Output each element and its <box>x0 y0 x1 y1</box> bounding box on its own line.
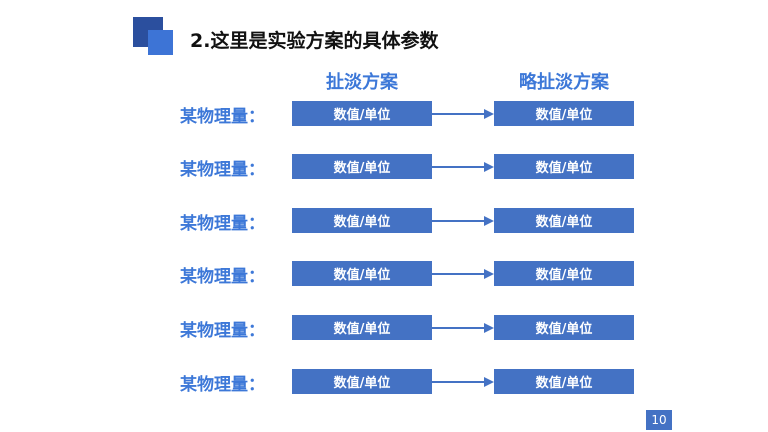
right-value-box: 数值/单位 <box>494 154 634 179</box>
left-value-box: 数值/单位 <box>292 315 432 340</box>
left-value-box: 数值/单位 <box>292 154 432 179</box>
parameter-row: 某物理量： 数值/单位 数值/单位 <box>0 315 768 341</box>
column-header-left: 扯淡方案 <box>326 72 398 93</box>
left-value-box: 数值/单位 <box>292 208 432 233</box>
stacked-squares-icon <box>0 0 173 70</box>
parameter-row: 某物理量： 数值/单位 数值/单位 <box>0 261 768 287</box>
right-value-box: 数值/单位 <box>494 261 634 286</box>
arrow-right-icon <box>432 377 494 387</box>
parameter-label: 某物理量： <box>180 214 265 234</box>
right-value-box: 数值/单位 <box>494 369 634 394</box>
parameter-label: 某物理量： <box>180 375 265 395</box>
right-value-box: 数值/单位 <box>494 315 634 340</box>
arrow-right-icon <box>432 109 494 119</box>
parameter-label: 某物理量： <box>180 107 265 127</box>
column-header-right: 略扯淡方案 <box>519 72 609 93</box>
arrow-right-icon <box>432 162 494 172</box>
left-value-box: 数值/单位 <box>292 101 432 126</box>
slide-title: 2.这里是实验方案的具体参数 <box>190 30 439 52</box>
logo-square-light <box>148 30 173 55</box>
left-value-box: 数值/单位 <box>292 369 432 394</box>
arrow-right-icon <box>432 269 494 279</box>
page-number-badge: 10 <box>646 410 672 430</box>
parameter-label: 某物理量： <box>180 160 265 180</box>
parameter-label: 某物理量： <box>180 267 265 287</box>
arrow-right-icon <box>432 323 494 333</box>
right-value-box: 数值/单位 <box>494 208 634 233</box>
parameter-row: 某物理量： 数值/单位 数值/单位 <box>0 101 768 127</box>
arrow-right-icon <box>432 216 494 226</box>
parameter-row: 某物理量： 数值/单位 数值/单位 <box>0 208 768 234</box>
left-value-box: 数值/单位 <box>292 261 432 286</box>
parameter-row: 某物理量： 数值/单位 数值/单位 <box>0 369 768 395</box>
parameter-label: 某物理量： <box>180 321 265 341</box>
right-value-box: 数值/单位 <box>494 101 634 126</box>
parameter-row: 某物理量： 数值/单位 数值/单位 <box>0 154 768 180</box>
